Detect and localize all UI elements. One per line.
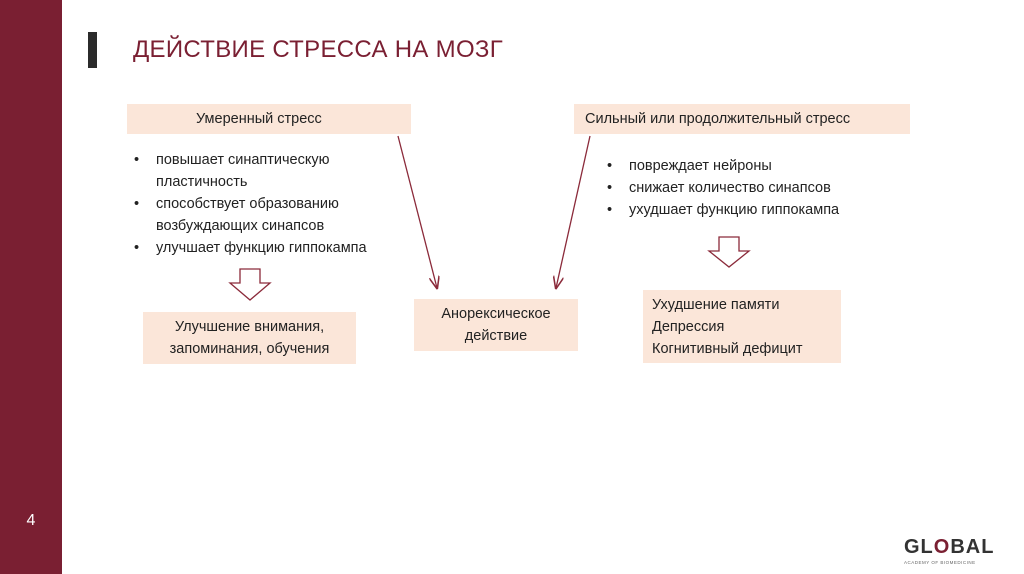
moderate-result-line: Улучшение внимания, xyxy=(174,319,325,335)
strong-effect-item: ухудшает функцию гиппокампа xyxy=(601,199,901,221)
moderate-effect-item: улучшает функцию гиппокампа xyxy=(128,237,398,259)
sidebar xyxy=(0,0,62,574)
title-accent-bar xyxy=(88,32,97,68)
moderate-effects-list: повышает синаптическую пластичность спос… xyxy=(128,149,398,259)
strong-result-line: Депрессия xyxy=(652,319,725,335)
strong-to-anorexic-arrow xyxy=(556,135,591,288)
strong-effect-item: снижает количество синапсов xyxy=(601,177,901,199)
anorexic-result-line: действие xyxy=(464,328,528,344)
anorexic-result-line: Анорексическое xyxy=(441,306,551,322)
logo-text: GL xyxy=(904,536,934,558)
moderate-down-arrow-icon xyxy=(228,268,272,301)
moderate-stress-header: Умеренный стресс xyxy=(127,104,411,134)
moderate-to-anorexic-arrow xyxy=(397,135,437,288)
moderate-effect-item: повышает синаптическую пластичность xyxy=(128,149,398,193)
strong-effects-list: повреждает нейроны снижает количество си… xyxy=(601,155,901,221)
strong-result-box: Ухудшение памяти Депрессия Когнитивный д… xyxy=(643,290,841,363)
global-logo: GLOBAL xyxy=(904,536,994,559)
moderate-effect-item: способствует образованию возбуждающих си… xyxy=(128,193,398,237)
strong-stress-header: Сильный или продолжительный стресс xyxy=(574,104,910,134)
strong-down-arrow-icon xyxy=(707,236,751,268)
logo-text: BAL xyxy=(950,536,995,558)
moderate-stress-header-label: Умеренный стресс xyxy=(196,111,322,127)
moderate-result-line: запоминания, обучения xyxy=(169,341,330,357)
strong-effect-item: повреждает нейроны xyxy=(601,155,901,177)
anorexic-result-box: Анорексическое действие xyxy=(414,299,578,351)
slide-title: ДЕЙСТВИЕ СТРЕССА НА МОЗГ xyxy=(133,36,504,63)
moderate-result-box: Улучшение внимания, запоминания, обучени… xyxy=(143,312,356,364)
logo-subtitle: ACADEMY OF BIOMEDICINE xyxy=(904,560,976,565)
strong-stress-header-label: Сильный или продолжительный стресс xyxy=(585,111,851,127)
logo-o-icon: O xyxy=(933,536,951,558)
strong-result-line: Когнитивный дефицит xyxy=(652,341,803,357)
strong-result-line: Ухудшение памяти xyxy=(652,297,780,313)
slide-number: 4 xyxy=(26,512,36,529)
